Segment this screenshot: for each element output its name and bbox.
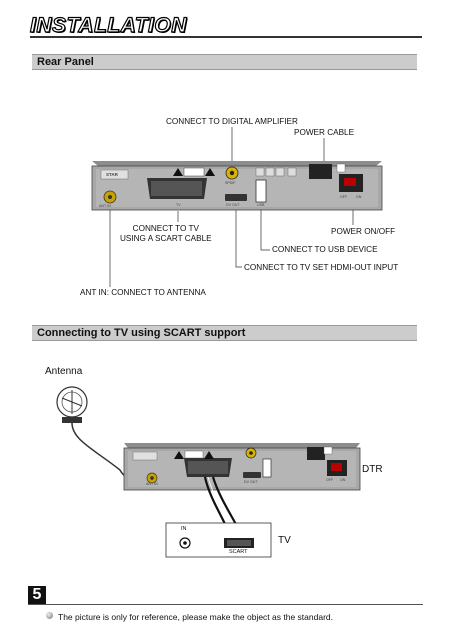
brand-logo: STAR bbox=[106, 172, 118, 177]
section-title: Connecting to TV using SCART support bbox=[37, 327, 246, 339]
page-title: INSTALLATION bbox=[29, 13, 187, 37]
port-label-off: OFF bbox=[340, 195, 348, 199]
label-dtr: DTR bbox=[362, 464, 383, 475]
label-antenna-in: ANT IN: CONNECT TO ANTENNA bbox=[80, 288, 206, 297]
section-title: Rear Panel bbox=[37, 56, 94, 68]
section-header-scart: Connecting to TV using SCART support bbox=[32, 325, 417, 341]
label-tv: TV bbox=[278, 535, 291, 546]
label-scart: CONNECT TO TV USING A SCART CABLE bbox=[120, 224, 212, 243]
label-scart-port: SCART bbox=[229, 549, 248, 555]
rear-panel-device bbox=[91, 161, 383, 211]
label-digital-amplifier: CONNECT TO DIGITAL AMPLIFIER bbox=[166, 117, 298, 126]
port-label-ant: ANT IN bbox=[99, 204, 111, 208]
page-number: 5 bbox=[28, 586, 46, 604]
port-label-spdif: SPDIF bbox=[225, 181, 236, 185]
footer-note: The picture is only for reference, pleas… bbox=[58, 612, 333, 622]
label-power-cable: POWER CABLE bbox=[294, 128, 355, 137]
port-label-on-2: ON bbox=[340, 478, 346, 482]
port-label-hdmi: DV OUT bbox=[226, 203, 240, 207]
section-header-rear-panel: Rear Panel bbox=[32, 54, 417, 70]
label-power-onoff: POWER ON/OFF bbox=[331, 227, 396, 236]
label-antenna: Antenna bbox=[45, 366, 83, 377]
label-usb: CONNECT TO USB DEVICE bbox=[272, 245, 378, 254]
tv-box bbox=[165, 522, 272, 558]
port-label-tv: TV bbox=[176, 203, 181, 207]
port-label-hdmi-2: DV OUT bbox=[244, 480, 258, 484]
antenna-icon bbox=[56, 386, 149, 480]
port-label-usb: USB bbox=[257, 203, 265, 207]
footer-divider bbox=[28, 604, 423, 605]
title-underline bbox=[30, 36, 422, 38]
label-hdmi: CONNECT TO TV SET HDMI-OUT INPUT bbox=[244, 263, 399, 272]
bullet-icon bbox=[46, 612, 53, 619]
label-tv-in: IN bbox=[181, 526, 187, 532]
port-label-on: ON bbox=[356, 195, 362, 199]
port-label-ant-2: ANT IN bbox=[146, 482, 158, 486]
port-label-off-2: OFF bbox=[326, 478, 334, 482]
dtr-device bbox=[123, 443, 361, 491]
